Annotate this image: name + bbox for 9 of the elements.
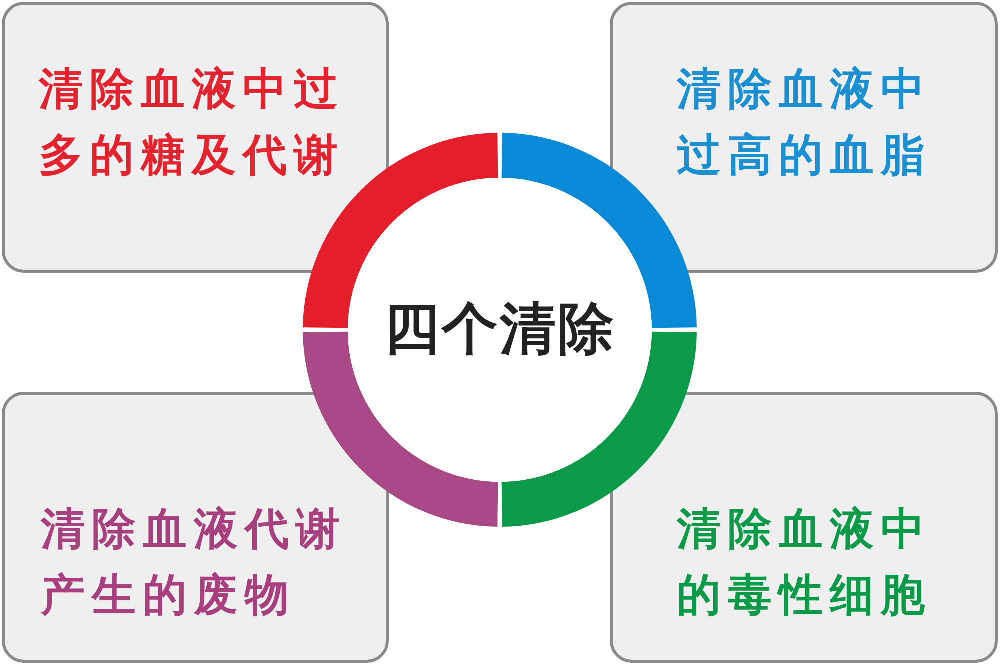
- text-card: [2, 392, 389, 663]
- card-text: 清除血液中的毒性细胞: [677, 503, 933, 623]
- text-card: [610, 2, 998, 273]
- card-text: 清除血液中过多的糖及代谢: [39, 63, 346, 183]
- text-card: [610, 392, 998, 663]
- center-title: 四个清除: [384, 296, 616, 364]
- text-card: [2, 2, 389, 273]
- card-text: 清除血液代谢产生的废物: [41, 503, 348, 623]
- card-text: 清除血液中过高的血脂: [677, 63, 933, 183]
